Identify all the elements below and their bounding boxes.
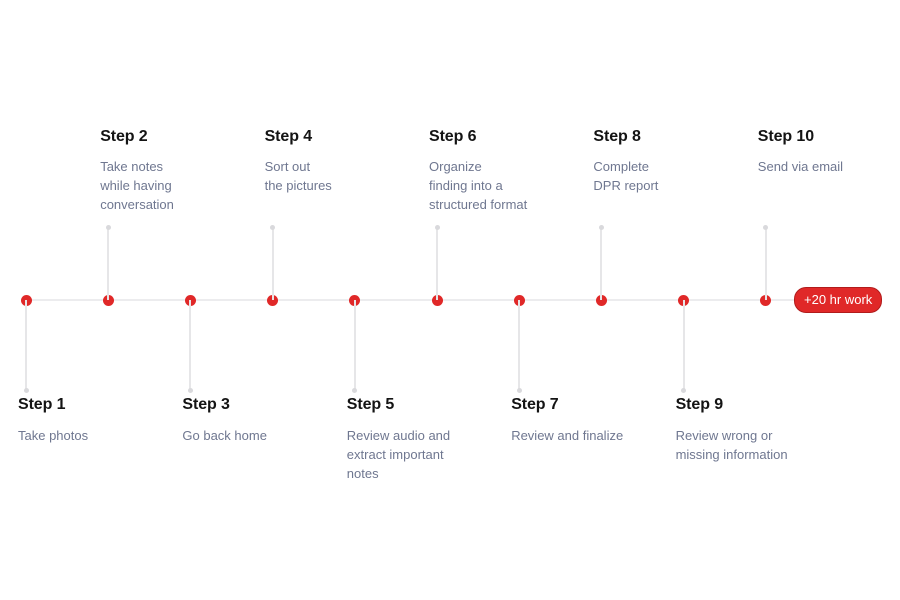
step-1-connector-end [23,387,29,393]
step-5-description: Review audio and extract important notes [346,428,451,481]
timeline-axis [26,299,796,301]
step-6-connector [436,228,438,300]
step-10-node [760,294,772,306]
step-2-node [102,294,114,306]
step-10-connector-end [763,224,769,230]
step-6-node [431,294,443,306]
step-4-connector-end [270,224,276,230]
step-7-description: Review and finalize [511,428,624,443]
step-7-title: Step 7 [511,396,559,413]
step-8-node [595,294,607,306]
step-3-connector-end [187,387,193,393]
step-7-connector-end [516,387,522,393]
step-6-title: Step 6 [429,128,477,145]
step-4-title: Step 4 [264,128,313,145]
step-2-title: Step 2 [100,128,148,145]
step-3-connector [189,300,192,390]
step-5-connector-end [352,387,358,393]
step-4-connector [271,228,274,300]
step-8-title: Step 8 [593,128,641,145]
step-7-connector [518,300,521,390]
step-1-connector [25,300,27,390]
step-9-description: Review wrong or missing information [675,428,788,462]
step-2-description: Take notes while having conversation [100,159,174,212]
total-time-badge: +20 hr work [794,287,883,313]
step-10-description: Send via email [757,159,844,174]
step-5-connector [353,300,356,390]
step-10-connector [764,228,767,300]
step-4-node [267,294,279,306]
step-1-description: Take photos [18,428,89,443]
step-9-connector [682,300,685,390]
step-8-connector-end [598,224,604,230]
step-8-description: Complete DPR report [593,159,659,193]
step-10-title: Step 10 [757,128,815,145]
step-9-title: Step 9 [675,396,724,413]
step-2-connector-end [105,224,111,230]
step-4-description: Sort out the pictures [264,159,332,193]
step-6-connector-end [434,224,440,230]
step-3-title: Step 3 [182,396,230,413]
step-8-connector [600,228,603,300]
step-5-title: Step 5 [346,396,395,413]
step-2-connector [107,228,110,300]
step-3-description: Go back home [182,428,267,443]
step-6-description: Organize finding into a structured forma… [429,159,528,212]
step-1-title: Step 1 [18,396,66,413]
step-9-connector-end [681,387,687,393]
